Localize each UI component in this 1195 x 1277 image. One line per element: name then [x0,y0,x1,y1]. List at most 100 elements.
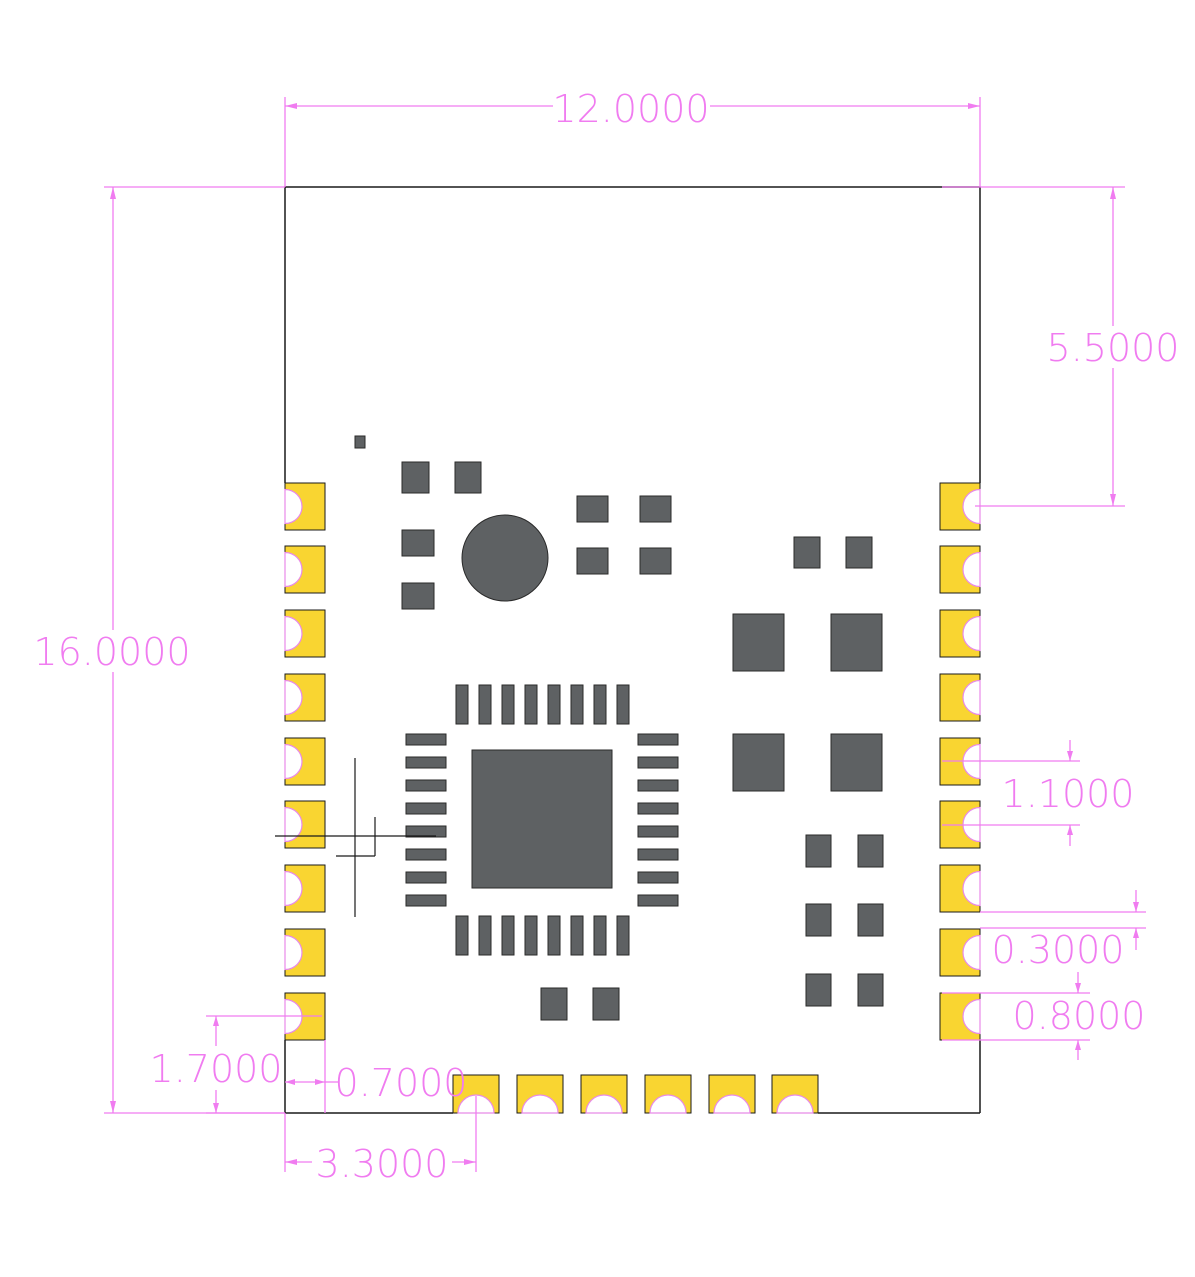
dimension-height: 16.0000 [33,186,285,1114]
components [354,435,884,1021]
qfn-pin [637,756,679,769]
castellated-pad [284,609,326,658]
smd-component [401,529,435,557]
qfn-pin [593,915,607,956]
smd-component [805,903,832,937]
castellated-pad [939,864,981,913]
smd-component [845,536,873,569]
qfn-pin [547,684,561,725]
castellated-pad [284,800,326,849]
smd-component [857,834,884,868]
qfn-pin [637,871,679,884]
crystal-round [461,514,549,602]
castellated-pad [644,1074,692,1114]
castellated-pad [516,1074,564,1114]
qfn-pin [501,915,515,956]
dimension-bottom-offset-label: 3.3000 [316,1142,449,1186]
dimension-corner-height: 1.7000 [150,1015,322,1114]
qfn-pin [637,779,679,792]
dimension-antenna-keepout: 5.5000 [942,186,1180,507]
castellated-pad [939,673,981,722]
qfn-pin [637,894,679,907]
dimension-width-label: 12.0000 [552,87,709,131]
qfn-pin [478,684,492,725]
smd-component [576,547,609,575]
qfn-pin [524,684,538,725]
qfn-pin [405,848,447,861]
dimension-corner-width: 0.7000 [285,1040,467,1113]
castellated-pad [771,1074,819,1114]
dimension-pad-gap-label: 0.3000 [992,928,1125,972]
smd-component [401,461,430,494]
smd-component [857,903,884,937]
castellated-pad [939,545,981,594]
smd-component [857,973,884,1007]
qfn-pin [478,915,492,956]
qfn-pin [637,825,679,838]
dimension-height-label: 16.0000 [33,630,190,674]
qfn-pin [593,684,607,725]
qfn-pin [455,684,469,725]
left-pads [284,482,326,1041]
smd-component [793,536,821,569]
smd-component [592,987,620,1021]
qfn-pin [570,915,584,956]
castellated-pad [284,864,326,913]
dimension-pad-width: 0.8000 [942,972,1145,1060]
dimension-width: 12.0000 [284,87,981,187]
origin-crosshair [275,758,436,917]
castellated-pad [939,482,981,531]
qfn-pin [405,733,447,746]
qfn-pin [405,894,447,907]
qfn-chip [405,684,679,956]
inductor-large [830,733,883,792]
dimension-pad-pitch-label: 1.1000 [1002,772,1135,816]
smd-component [805,973,832,1007]
qfn-pin [637,802,679,815]
qfn-pin [570,684,584,725]
dimension-corner-width-label: 0.7000 [335,1061,468,1105]
dimension-pad-pitch: 1.1000 [942,740,1134,846]
qfn-pin [547,915,561,956]
smd-component [639,547,672,575]
dimension-corner-height-label: 1.7000 [150,1047,283,1091]
board-outline [284,186,981,1114]
castellated-pad [284,482,326,531]
castellated-pad [939,609,981,658]
inductor-large [732,733,785,792]
smd-component [639,495,672,523]
smd-component [576,495,609,523]
castellated-pad [284,673,326,722]
castellated-pad [284,737,326,786]
qfn-pin [616,684,630,725]
qfn-pin [455,915,469,956]
qfn-pin [501,684,515,725]
qfn-pin [405,825,447,838]
qfn-pin [637,848,679,861]
bottom-pads [452,1074,819,1114]
qfn-pin [405,756,447,769]
inductor-large [830,613,883,672]
smd-component [540,987,568,1021]
castellated-pad [939,928,981,977]
qfn-pin [405,779,447,792]
inductor-large [732,613,785,672]
qfn-pin [405,871,447,884]
castellated-pad [708,1074,756,1114]
qfn-pin [405,802,447,815]
dimension-pad-width-label: 0.8000 [1013,994,1146,1038]
smd-component [454,461,482,494]
smd-component [805,834,832,868]
fiducial-marker [354,435,366,449]
castellated-pad [284,545,326,594]
dimension-antenna-keepout-label: 5.5000 [1047,326,1180,370]
dimension-bottom-offset: 3.3000 [284,1096,477,1186]
castellated-pad [939,992,981,1041]
smd-component [401,582,435,610]
dimension-pad-gap: 0.3000 [980,890,1146,972]
qfn-pin [637,733,679,746]
castellated-pad [580,1074,628,1114]
qfn-pin [524,915,538,956]
qfn-pin [616,915,630,956]
